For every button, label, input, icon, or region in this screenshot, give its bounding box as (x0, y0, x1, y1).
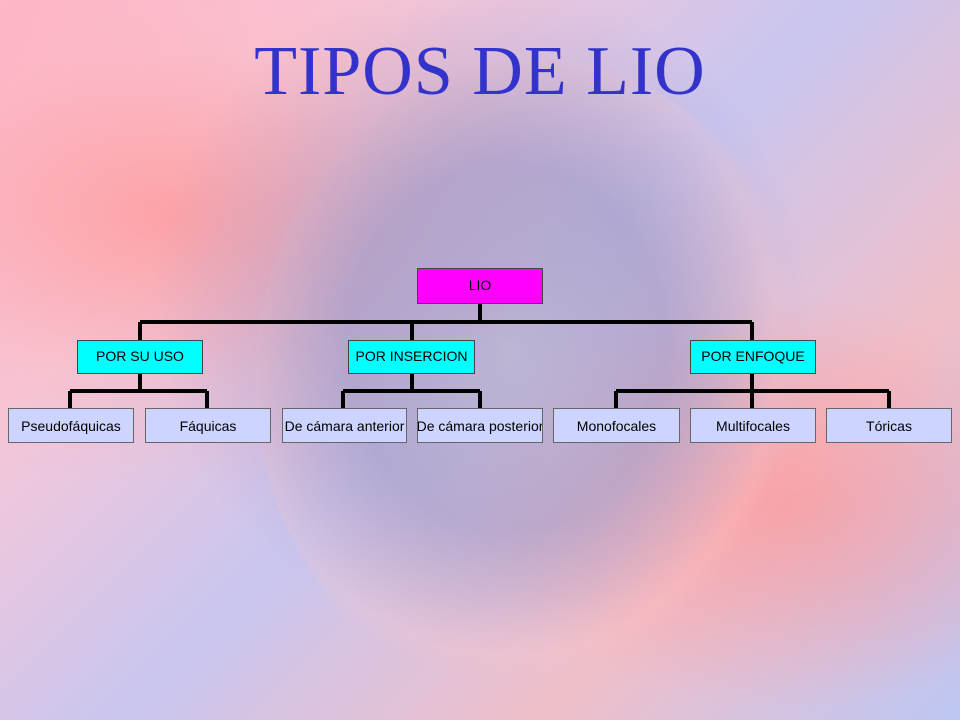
category-node-por-insercion: POR INSERCION (348, 340, 475, 374)
leaf-node-toricas: Tóricas (826, 408, 952, 443)
leaf-node-camara-anterior: De cámara anterior (282, 408, 407, 443)
leaf-node-multifocales: Multifocales (690, 408, 816, 443)
category-node-por-enfoque: POR ENFOQUE (690, 340, 816, 374)
leaf-node-camara-posterior: De cámara posterior (417, 408, 543, 443)
leaf-node-pseudofaquicas: Pseudofáquicas (8, 408, 134, 443)
slide-title: TIPOS DE LIO (254, 33, 706, 110)
leaf-node-faquicas: Fáquicas (145, 408, 271, 443)
category-node-por-su-uso: POR SU USO (77, 340, 203, 374)
tree-root-node: LIO (417, 268, 543, 304)
leaf-node-monofocales: Monofocales (553, 408, 680, 443)
background-lens-image (255, 60, 815, 700)
